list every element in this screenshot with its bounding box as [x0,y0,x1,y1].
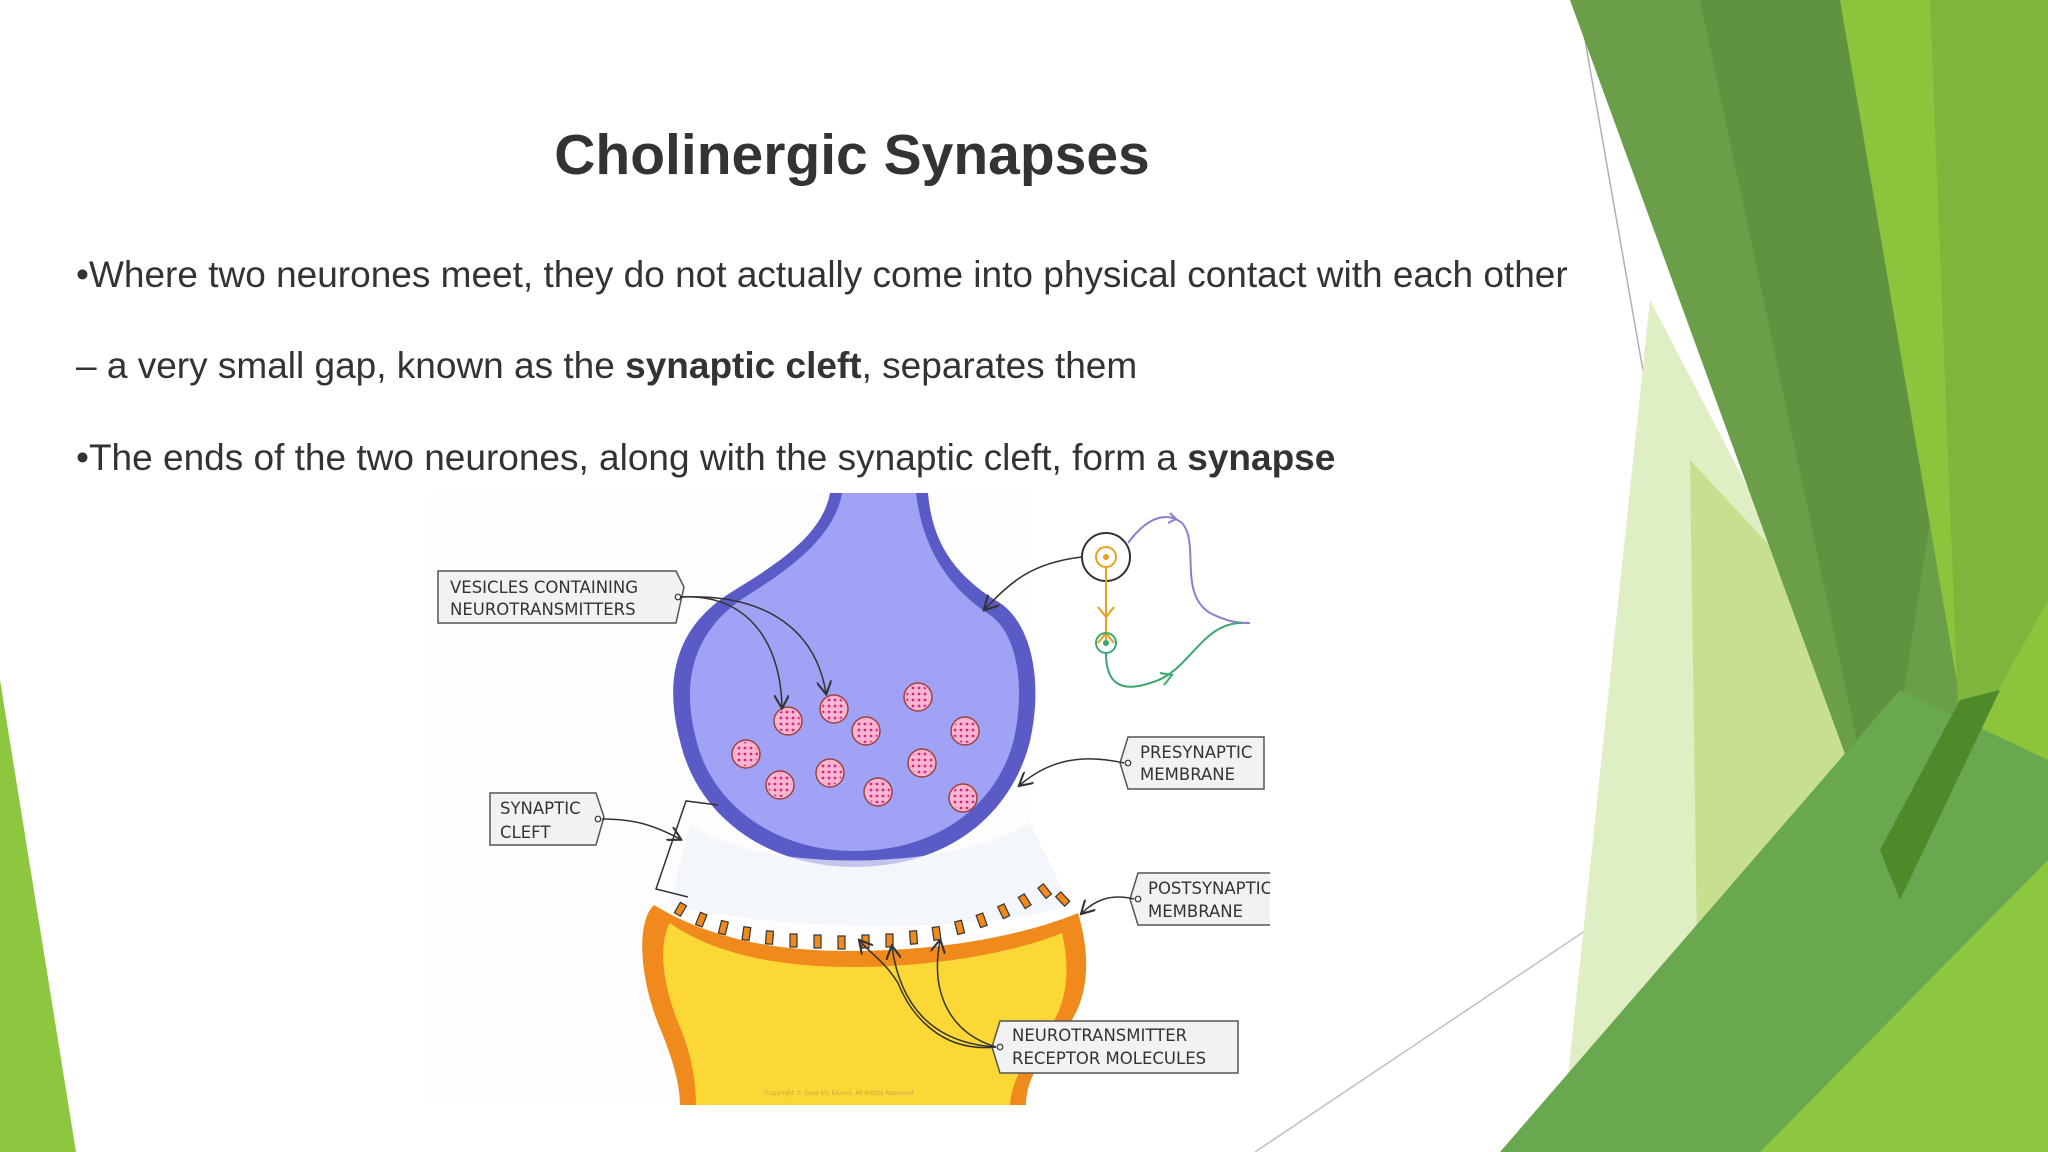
schematic-arrow [985,556,1083,609]
receptor [789,933,798,948]
schematic-purple-axon [1127,516,1251,624]
bullet-text: – a very small gap, known as the synapti… [76,345,1137,387]
vesicle [731,739,761,769]
mid-green-strip [1930,0,2048,760]
vesicle [773,706,803,736]
vesicle [765,770,795,800]
bold-term: synaptic cleft [625,345,862,386]
label-text: VESICLES CONTAINING [450,578,638,597]
vesicle [819,694,849,724]
vesicle [903,682,933,712]
receptor [764,930,775,945]
vesicle [815,758,845,788]
label-text: NEUROTRANSMITTER [1012,1026,1187,1045]
vesicle [851,716,881,746]
bullet-text-part: – a very small gap, known as the [76,345,626,386]
synaptic-cleft-region [670,823,1070,926]
receptor [953,919,966,936]
receptor [813,934,822,949]
label-text: CLEFT [500,823,551,842]
bullet-text: •The ends of the two neurones, along wit… [76,437,1335,479]
darker-green-band [1700,0,1930,850]
receptor [673,901,688,918]
label-vesicles: VESICLES CONTAINING NEUROTRANSMITTERS [437,570,685,624]
vesicles [731,682,980,813]
receptor [837,935,846,950]
vesicle [948,783,978,813]
receptor [1017,892,1032,910]
schematic-green-axon [1105,622,1243,688]
label-arrow [937,941,997,1048]
presynaptic-cytoplasm [689,493,1020,851]
label-receptor-molecules: NEUROTRANSMITTER RECEPTOR MOLECULES [991,1020,1239,1074]
label-arrow [601,818,680,839]
label-text: RECEPTOR MOLECULES [1012,1049,1206,1068]
receptor [717,919,730,936]
receptor [885,933,894,948]
receptor-molecules [673,882,1071,950]
vesicle [950,716,980,746]
page-title: Cholinergic Synapses [554,123,1150,187]
synapse-diagram: VESICLES CONTAINING NEUROTRANSMITTERS SY… [430,493,1270,1105]
label-arrow [860,941,997,1049]
left-green-triangle [0,680,76,1152]
vesicle [863,777,893,807]
label-arrow [1020,758,1125,785]
label-arrow [892,947,997,1048]
bullet-text: •Where two neurones meet, they do not ac… [76,254,1568,295]
label-arrow [1082,896,1135,913]
receptor [931,925,942,942]
label-postsynaptic-membrane: POSTSYNAPTIC MEMBRANE [1129,872,1270,926]
label-text: PRESYNAPTIC [1140,743,1252,762]
label-text: SYNAPTIC [500,799,581,818]
label-arrow [679,596,826,693]
dark-green-sliver [1880,690,2000,900]
receptor [694,911,708,928]
label-text: NEUROTRANSMITTERS [450,600,636,619]
label-presynaptic-membrane: PRESYNAPTIC MEMBRANE [1119,736,1265,790]
receptor [741,925,752,942]
receptor [975,912,988,929]
copyright-text: Copyright © Save My Exams. All Rights Re… [765,1090,914,1097]
receptor [996,903,1011,920]
vesicle [907,748,937,778]
label-synaptic-cleft: SYNAPTIC CLEFT [489,792,605,846]
label-text: POSTSYNAPTIC [1148,879,1270,898]
label-text: MEMBRANE [1148,902,1243,921]
receptor [908,930,919,945]
green-triangle-bottom-right [1760,860,2048,1152]
bullet-text-part: •The ends of the two neurones, along wit… [76,437,1188,478]
receptor [1037,882,1053,900]
receptor [1054,891,1071,907]
label-text: MEMBRANE [1140,765,1235,784]
neurone-schematic [1081,512,1251,688]
postsynaptic-cytoplasm [663,923,1067,1105]
bold-term: synapse [1187,437,1336,478]
bullet-text-part: , separates them [861,345,1138,386]
cleft-bracket [655,800,719,898]
